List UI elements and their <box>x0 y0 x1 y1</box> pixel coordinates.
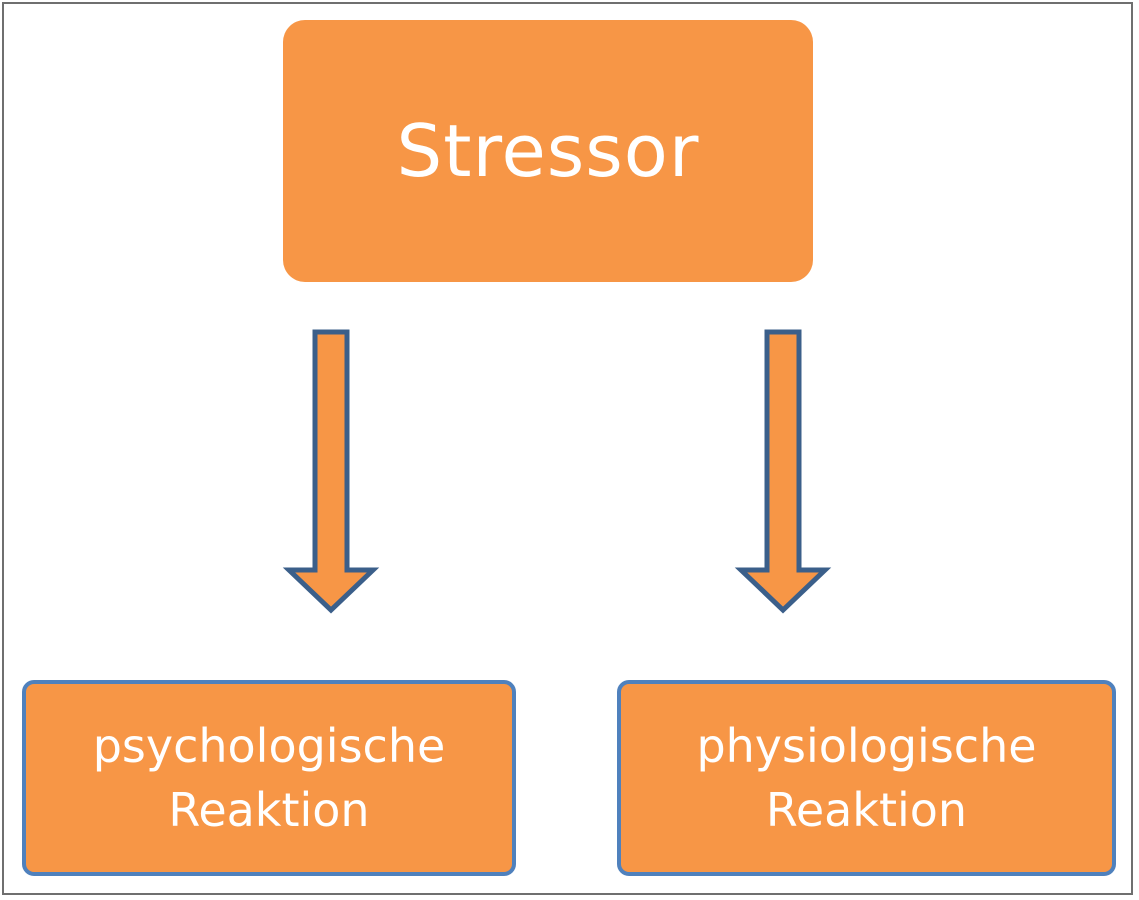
node-stressor: Stressor <box>283 20 813 282</box>
node-psychologische-reaktion-label: psychologische Reaktion <box>92 719 446 837</box>
arrow-stressor-to-psychologische <box>282 329 380 614</box>
node-stressor-label: Stressor <box>396 109 700 193</box>
node-physiologische-reaktion: physiologische Reaktion <box>617 680 1116 876</box>
arrow-stressor-to-physiologische <box>734 329 832 614</box>
node-physiologische-reaktion-label: physiologische Reaktion <box>696 719 1037 837</box>
node-psychologische-reaktion: psychologische Reaktion <box>22 680 516 876</box>
